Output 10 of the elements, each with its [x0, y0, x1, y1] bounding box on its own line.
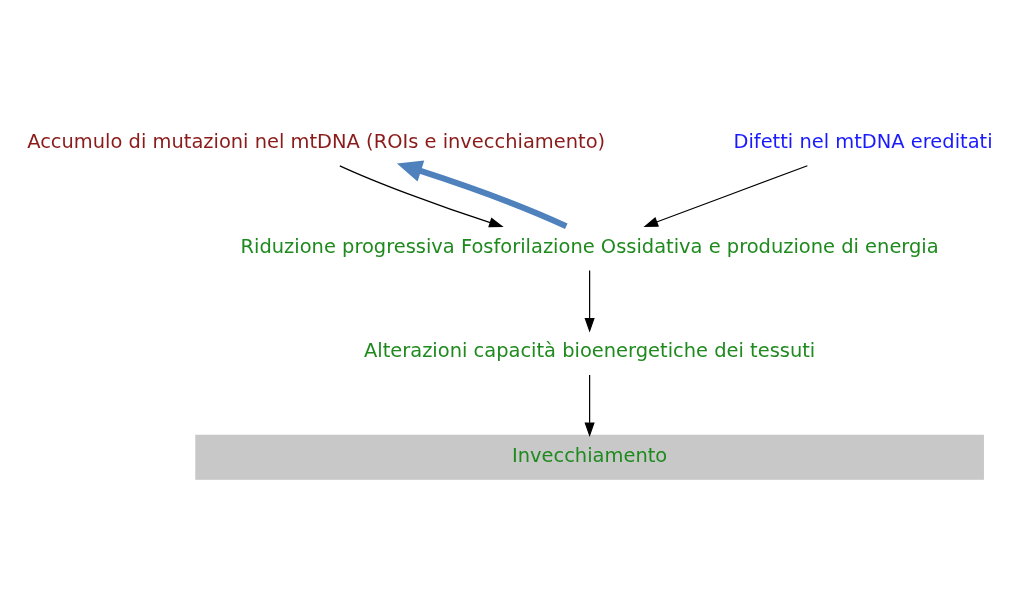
arrow — [396, 160, 568, 229]
arrow — [338, 164, 504, 227]
arrow — [642, 164, 808, 227]
node-text: Riduzione progressiva Fosforilazione Ossidativa e produzione di energia — [240, 234, 939, 258]
node-text: Accumulo di mutazioni nel mtDNA (ROIs e invecchiamento) — [26, 129, 605, 153]
arrow — [584, 269, 595, 333]
arrow — [584, 374, 595, 437]
node-box: Invecchiamento — [194, 434, 984, 480]
node-text: Difetti nel mtDNA ereditati — [732, 129, 993, 153]
node-text: Alterazioni capacità bioenergetiche dei tessuti — [363, 338, 815, 362]
